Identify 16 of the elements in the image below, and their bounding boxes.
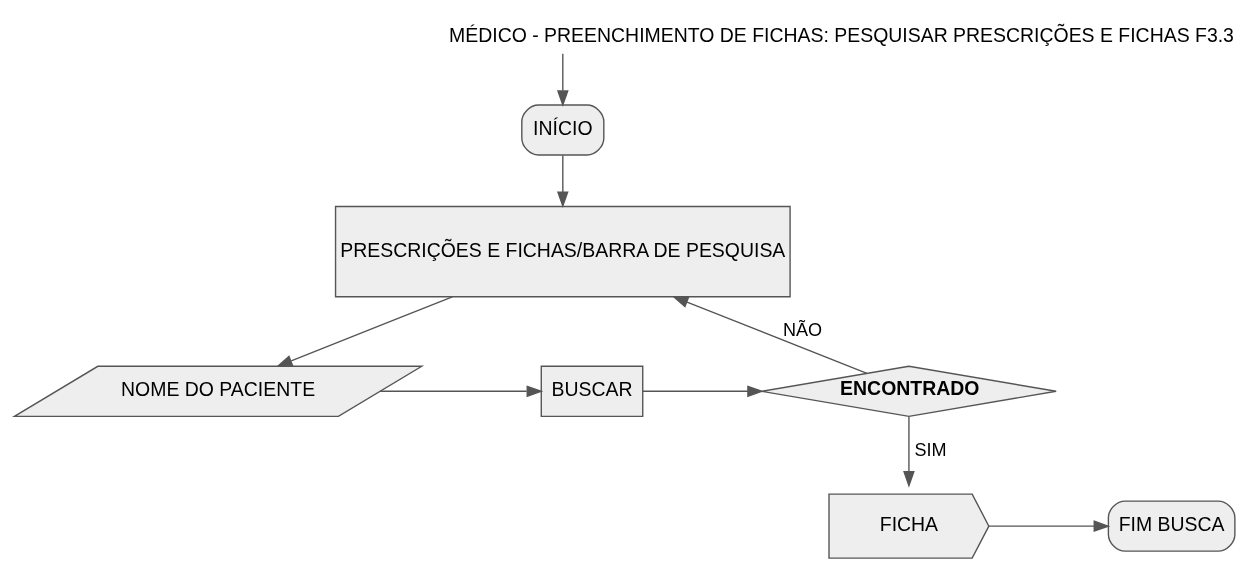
arrow [903,416,915,488]
edge-label: SIM [914,439,947,460]
arrow [671,296,868,374]
edge-label: NÃO [783,320,823,341]
arrow [988,520,1111,532]
node-box: INÍCIO [521,104,605,156]
arrow [642,385,764,398]
arrow [556,53,569,107]
arrow [556,154,569,209]
node-box: FIM BUSCA [1107,500,1236,552]
arrow [379,385,544,398]
node-box: PRESCRIÇÕES E FICHAS/BARRA DE PESQUISA [334,205,791,298]
diagram-title: MÉDICO - PREENCHIMENTO DE FICHAS: PESQUISAR PRESCRIÇÕES E FICHAS F3.3 [449,23,1234,46]
arrow [275,296,454,367]
node-diamond: ENCONTRADO [761,365,1057,418]
node-box: BUSCAR [540,365,644,417]
